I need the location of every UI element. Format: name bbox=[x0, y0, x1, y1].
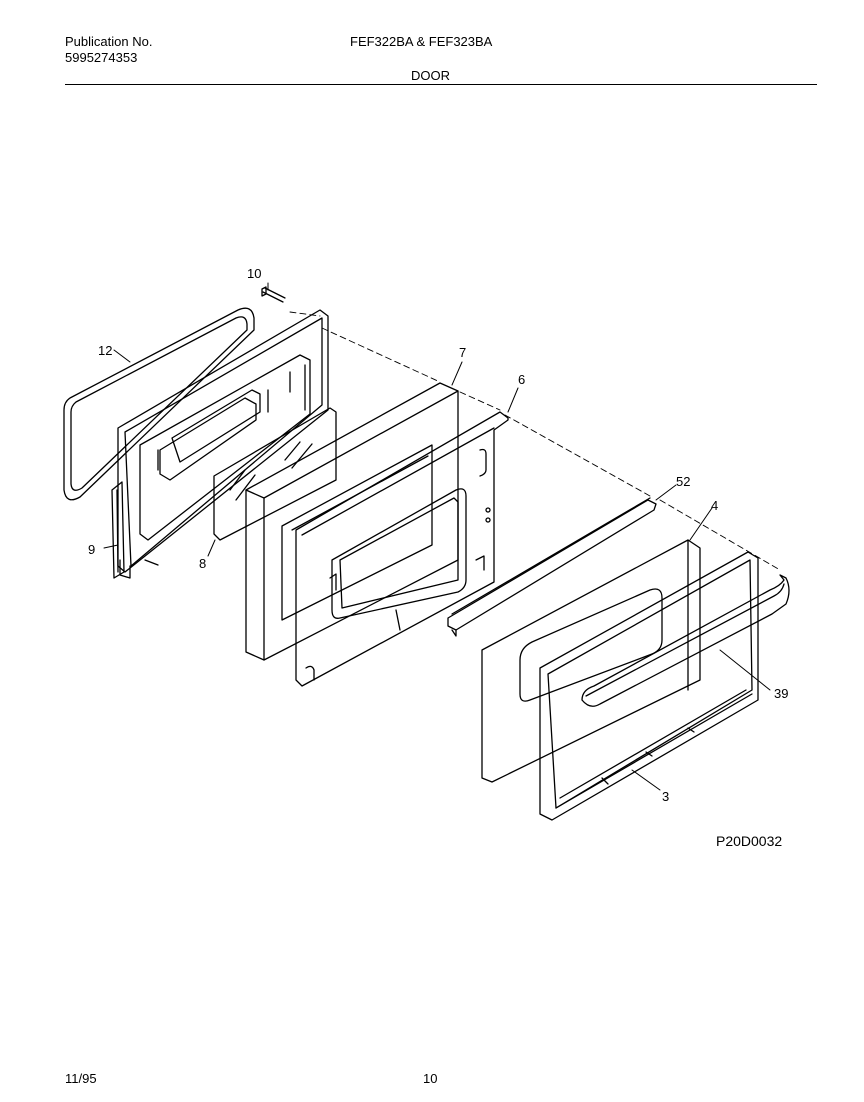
leader-lines bbox=[103, 282, 771, 791]
part-3-outer-frame bbox=[539, 551, 759, 821]
part-12-gasket bbox=[63, 307, 255, 501]
section-title: DOOR bbox=[411, 68, 450, 83]
callout-7: 7 bbox=[459, 345, 466, 360]
part-10-screw bbox=[261, 286, 286, 303]
callout-39: 39 bbox=[774, 686, 788, 701]
model-numbers: FEF322BA & FEF323BA bbox=[350, 34, 493, 49]
part-8-window-glass bbox=[213, 407, 337, 541]
callout-52: 52 bbox=[676, 474, 690, 489]
callout-4: 4 bbox=[711, 498, 718, 513]
callout-9: 9 bbox=[88, 542, 95, 557]
footer-date: 11/95 bbox=[65, 1071, 97, 1086]
assembly-axis-lines bbox=[289, 311, 781, 571]
part-9-side-rail bbox=[111, 481, 125, 579]
page-number: 10 bbox=[423, 1071, 438, 1086]
part-39-door-handle bbox=[581, 574, 790, 707]
diagram-id: P20D0032 bbox=[716, 833, 783, 849]
header-rule bbox=[65, 84, 817, 85]
callout-10: 10 bbox=[247, 266, 261, 281]
callout-3: 3 bbox=[662, 789, 669, 804]
callout-8: 8 bbox=[199, 556, 206, 571]
callout-12: 12 bbox=[98, 343, 112, 358]
part-4-outer-glass bbox=[481, 539, 701, 783]
part-52-trim-channel bbox=[447, 497, 657, 637]
publication-label: Publication No. bbox=[65, 34, 153, 49]
part-6-inner-panel bbox=[295, 411, 509, 687]
callout-6: 6 bbox=[518, 372, 525, 387]
publication-number: 5995274353 bbox=[65, 50, 138, 65]
